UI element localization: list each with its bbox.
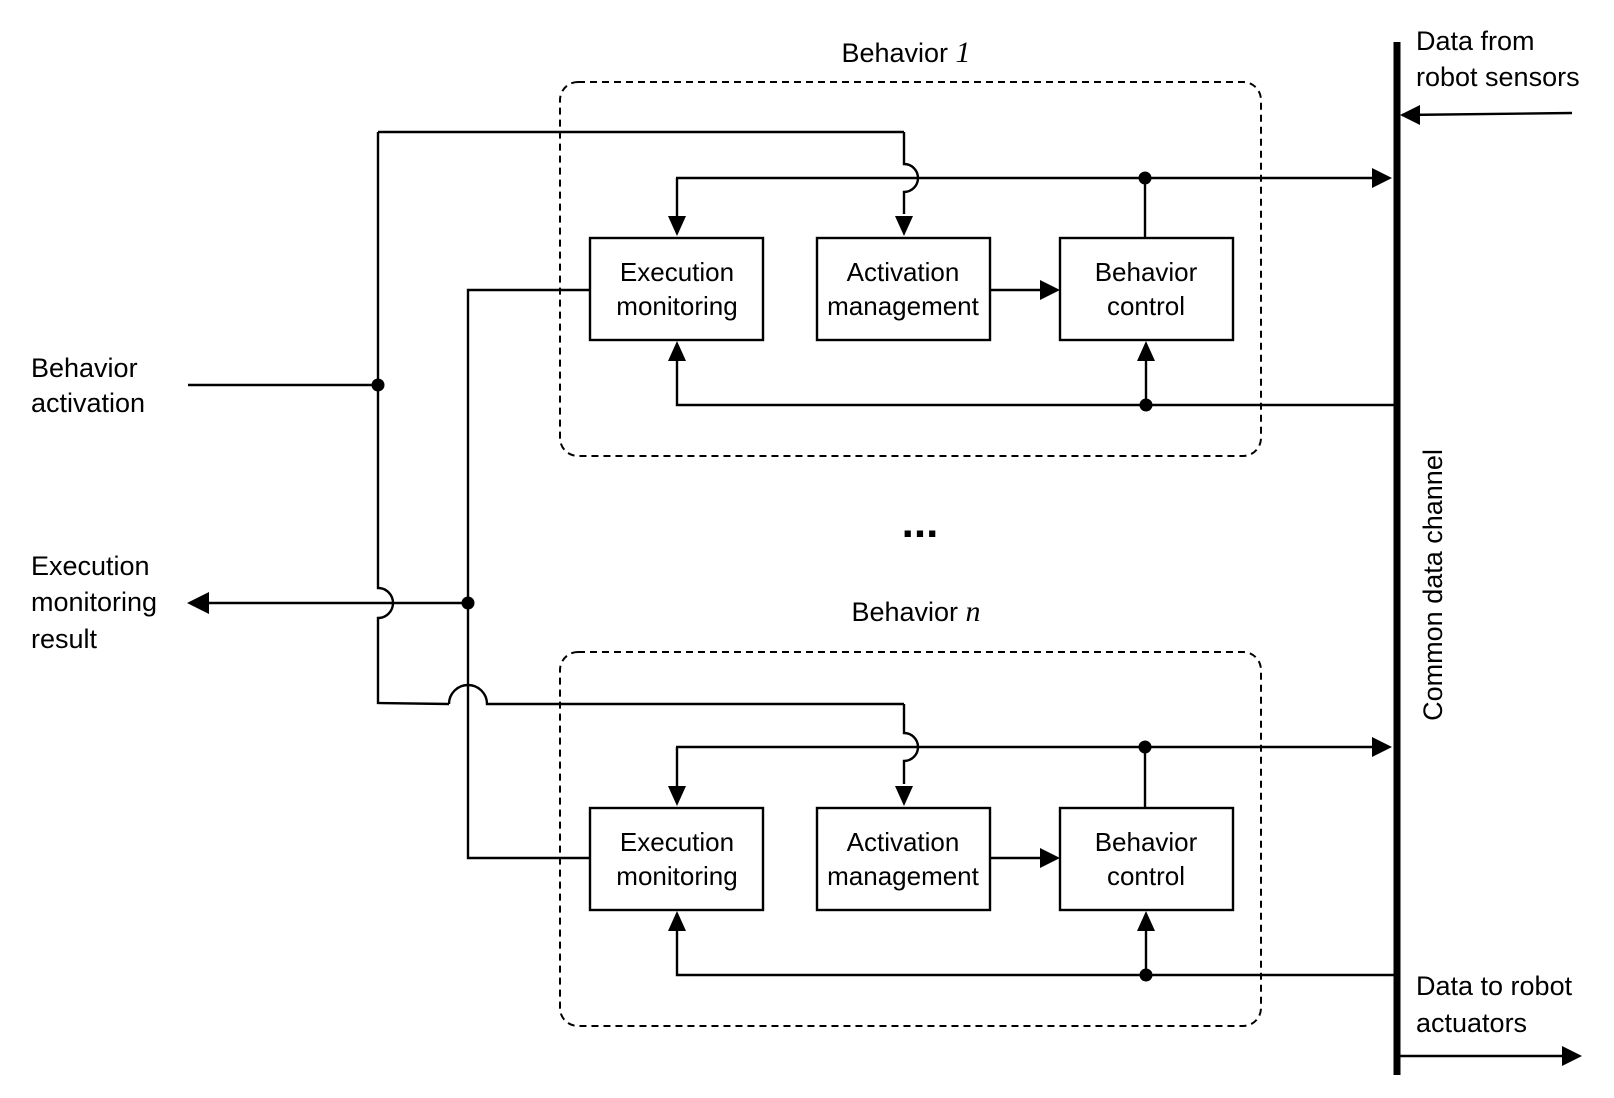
- behavior-1-feedback-arrowhead: [668, 216, 686, 236]
- behavior-1-activation-arrowhead: [895, 216, 913, 236]
- data-from-sensors-line1: Data from: [1416, 26, 1535, 56]
- behavior-1-bc-line2: control: [1107, 291, 1185, 321]
- data-from-sensors-line2: robot sensors: [1416, 62, 1580, 92]
- behavior-n-input-arrowhead-bc: [1137, 911, 1155, 931]
- behavior-1-activation-drop: [902, 132, 920, 214]
- behavior-1-title: Behavior 1: [841, 36, 970, 69]
- behavior-n-activation-drop: [902, 704, 920, 784]
- behavior-n-execution-monitoring-box: [588, 806, 765, 912]
- activation-to-behavior-n-line: [447, 683, 904, 706]
- behavior-n-title: Behavior n: [851, 595, 980, 628]
- behavior-1-execution-monitoring-box: [588, 236, 765, 342]
- behavior-n-em-line1: Execution: [620, 827, 734, 857]
- behavior-1-am-to-bc-arrowhead: [1040, 280, 1060, 300]
- common-data-channel-label: Common data channel: [1418, 449, 1448, 721]
- behavior-1-output-junction: [1138, 171, 1152, 185]
- behavior-n-frame: [559, 651, 1262, 1027]
- behavior-1-am-line2: management: [827, 291, 980, 321]
- behavior-1-bc-line1: Behavior: [1095, 257, 1198, 287]
- behavior-1-input-line: [675, 360, 1394, 407]
- behavior-1-activation-management-box: [815, 236, 992, 342]
- execution-result-line1: Execution: [31, 551, 150, 581]
- behavior-activation-line1: Behavior: [31, 353, 138, 383]
- behavior-n-bc-line1: Behavior: [1095, 827, 1198, 857]
- behavior-n-am-line2: management: [827, 861, 980, 891]
- behavior-1-am-line1: Activation: [847, 257, 960, 287]
- behavior-n-am-to-bc-arrowhead: [1040, 848, 1060, 868]
- actuator-output-arrowhead: [1562, 1046, 1582, 1066]
- behavior-n-activation-arrowhead: [895, 786, 913, 806]
- behavior-n-bc-line2: control: [1107, 861, 1185, 891]
- behavior-n-activation-management-box: [815, 806, 992, 912]
- behavior-1-input-arrowhead-bc: [1137, 341, 1155, 361]
- behavior-1-input-junction: [1139, 398, 1153, 412]
- behavior-n-am-line1: Activation: [847, 827, 960, 857]
- behavior-n-output-junction: [1138, 740, 1152, 754]
- behavior-n-input-arrowhead-em: [668, 911, 686, 931]
- ellipsis: ...: [902, 498, 939, 547]
- sensor-input-arrow: [1401, 111, 1573, 117]
- behavior-n-input-line: [675, 930, 1394, 977]
- execution-result-arrowhead: [187, 592, 209, 614]
- behavior-n-behavior-control-box: [1058, 806, 1235, 912]
- behavior-1-output-arrowhead: [1372, 168, 1392, 188]
- behavior-n-output-arrowhead: [1372, 737, 1392, 757]
- execution-result-line3: result: [31, 624, 98, 654]
- behavior-1-group: Behavior 1 Execution monitoring Activati…: [559, 36, 1394, 457]
- behavior-1-input-arrowhead-em: [668, 341, 686, 361]
- data-to-actuators-line1: Data to robot: [1416, 971, 1573, 1001]
- behavior-activation-line2: activation: [31, 388, 145, 418]
- behavior-n-em-line2: monitoring: [616, 861, 737, 891]
- monitoring-collector-line: [466, 288, 590, 860]
- activation-bus-line: [376, 132, 450, 706]
- sensor-input-arrowhead: [1400, 105, 1420, 125]
- behavior-n-group: Behavior n Execution monitoring Activati…: [559, 595, 1394, 1027]
- behavior-n-input-junction: [1139, 968, 1153, 982]
- behavior-1-em-line1: Execution: [620, 257, 734, 287]
- behavior-1-em-line2: monitoring: [616, 291, 737, 321]
- behavior-n-feedback-arrowhead: [668, 786, 686, 806]
- execution-result-line2: monitoring: [31, 587, 157, 617]
- behavior-1-frame: [559, 81, 1262, 457]
- data-to-actuators-line2: actuators: [1416, 1008, 1527, 1038]
- behavior-1-behavior-control-box: [1058, 236, 1235, 342]
